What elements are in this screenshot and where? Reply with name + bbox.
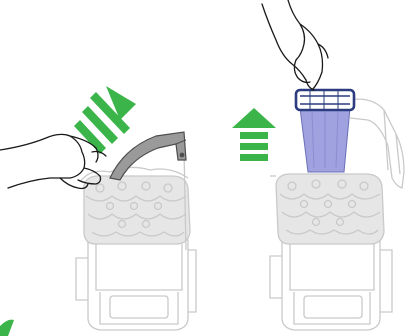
step-remove-filter-panel <box>232 0 404 330</box>
step-lift-handle-panel <box>0 86 196 330</box>
hand-icon-right <box>262 0 328 90</box>
arrow-up-icon <box>232 108 276 161</box>
cyclone-canister-icon <box>76 150 196 330</box>
filter-icon <box>296 90 354 172</box>
arrow-up-right-icon <box>74 86 136 154</box>
green-corner-mark <box>0 320 14 336</box>
handle-release-icon <box>110 132 186 180</box>
